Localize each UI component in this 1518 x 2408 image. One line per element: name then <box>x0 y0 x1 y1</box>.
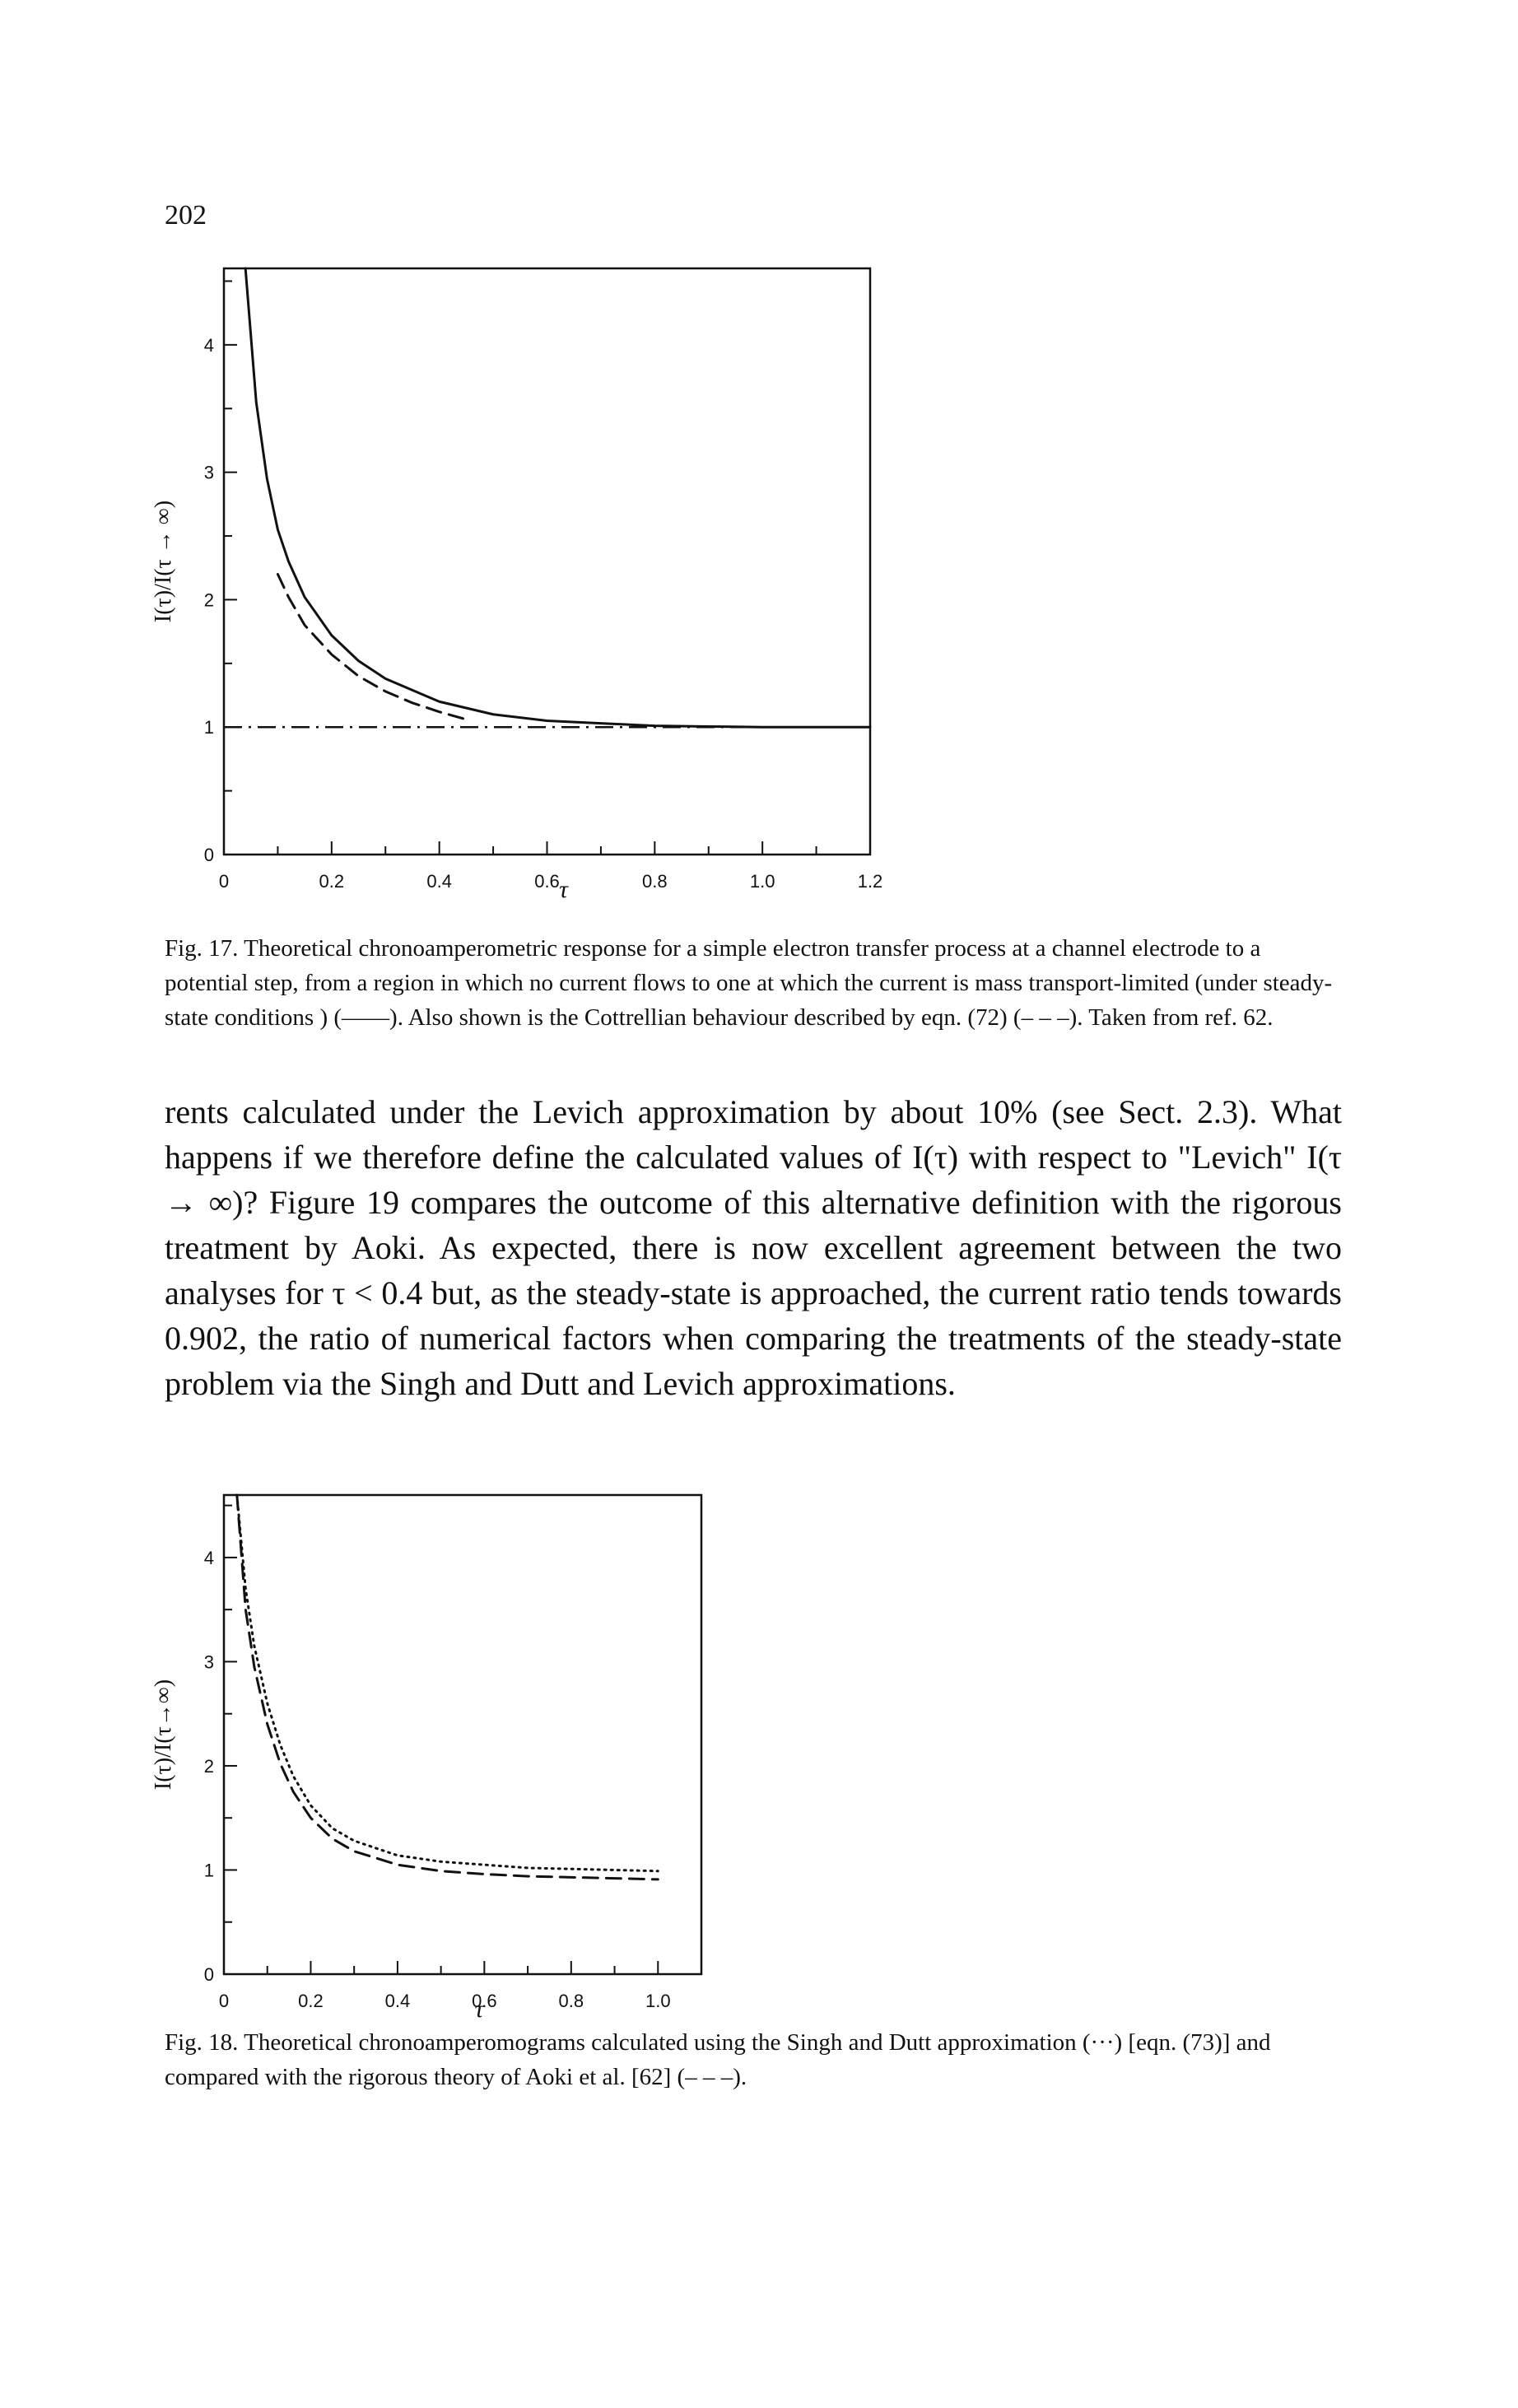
fig17-y-axis-label: I(τ)/I(τ → ∞) <box>151 501 176 622</box>
figure-17-caption: Fig. 17. Theoretical chronoamperometric … <box>165 935 1333 1031</box>
fig17-x-tick-label: 1.2 <box>858 871 883 892</box>
figure-17-chart: 0 0.2 0.4 0.6 0.8 1.0 1.2 0 1 2 3 4 τ I(τ)/I(τ → ∞) <box>151 267 883 903</box>
fig17-y-tick-label: 4 <box>204 335 214 356</box>
fig18-series-line-2 <box>235 1493 659 1881</box>
fig17-x-tick-label: 0.6 <box>534 871 560 892</box>
fig17-x-axis-label: τ <box>559 876 569 903</box>
fig18-x-tick-label: 0.6 <box>472 1991 497 2011</box>
fig18-x-tick-label: 0.4 <box>385 1991 411 2011</box>
page-number: 202 <box>165 200 207 231</box>
fig17-series-line-1 <box>244 267 872 729</box>
fig18-y-tick-label: 1 <box>204 1860 214 1880</box>
fig18-series-line-1 <box>235 1493 659 1873</box>
fig18-y-tick-label: 3 <box>204 1651 214 1672</box>
fig18-x-tick-label: 1.0 <box>645 1991 671 2011</box>
fig17-y-tick-label: 3 <box>204 463 214 483</box>
fig17-plot-frame <box>222 267 872 856</box>
fig18-plot-frame <box>222 1493 703 1976</box>
fig17-y-tick-label: 1 <box>204 717 214 738</box>
figure-18-chart: 0 0.2 0.4 0.6 0.8 1.0 0 1 2 3 4 τ I(τ)/I(τ→∞) <box>151 1493 703 2023</box>
fig18-x-axis-label: τ <box>475 1996 485 2023</box>
fig17-x-tick-label: 1.0 <box>750 871 775 892</box>
fig18-x-tick-label: 0.2 <box>298 1991 324 2011</box>
fig17-x-tick-label: 0 <box>219 871 229 892</box>
fig18-x-tick-label: 0 <box>219 1991 229 2011</box>
fig18-y-tick-label: 4 <box>204 1548 214 1568</box>
fig17-x-tick-label: 0.2 <box>319 871 345 892</box>
fig18-x-tick-label: 0.8 <box>559 1991 584 2011</box>
fig18-y-axis-label: I(τ)/I(τ→∞) <box>151 1679 176 1790</box>
figure-18-caption: Fig. 18. Theoretical chronoamperomograms… <box>165 2029 1271 2090</box>
fig17-x-tick-label: 0.4 <box>426 871 452 892</box>
fig17-x-tick-label: 0.8 <box>642 871 668 892</box>
fig17-y-tick-label: 2 <box>204 589 214 610</box>
fig17-y-tick-label: 0 <box>204 845 214 865</box>
fig17-series-line-2 <box>276 572 468 721</box>
body-paragraph: rents calculated under the Levich approx… <box>165 1093 1342 1402</box>
fig18-y-tick-label: 2 <box>204 1756 214 1777</box>
fig18-y-tick-label: 0 <box>204 1964 214 1985</box>
